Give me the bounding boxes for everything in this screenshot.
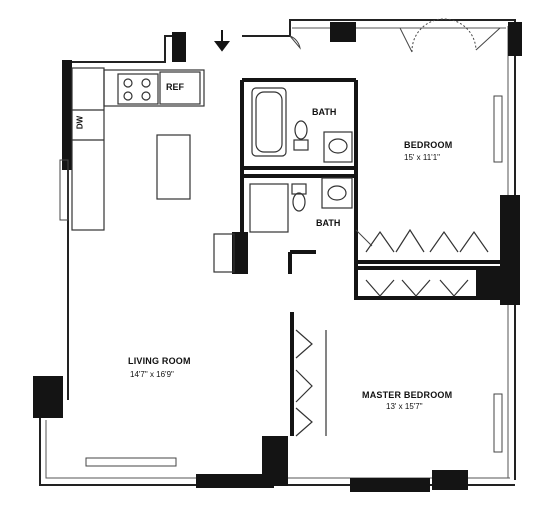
refrigerator-label: REF [166,82,184,92]
toilet-2 [291,183,307,212]
living-room-name: LIVING ROOM [128,356,191,366]
entry-arrow-icon [214,30,230,52]
exterior-walls [39,19,516,486]
sink-1 [323,131,353,163]
refrigerator [159,71,201,105]
windows [59,95,503,467]
dishwasher-label: DW [75,115,85,130]
master-bedroom-name: MASTER BEDROOM [362,390,453,400]
kitchen-counter [71,67,205,231]
bath2-label: BATH [316,218,341,228]
structural-columns [33,22,522,492]
bedroom-closet-doors [365,228,489,253]
interior-walls [240,78,506,436]
exterior-inner-lines [45,26,510,479]
door-swings [289,18,501,247]
living-room-dims: 14'7" x 16'9" [130,370,174,379]
toilet-1 [293,120,309,151]
bedroom-dims: 15' x 11'1" [404,153,440,162]
bath2-shower [249,183,289,233]
bath1-label: BATH [312,107,337,117]
closet-box [213,233,235,273]
bedroom-name: BEDROOM [404,140,453,150]
master-closet-doors [295,279,469,437]
cooktop [117,73,159,105]
sink-2 [321,177,353,209]
master-bedroom-dims: 13' x 15'7" [386,402,423,411]
bathtub [251,87,287,157]
kitchen-island [156,134,191,200]
